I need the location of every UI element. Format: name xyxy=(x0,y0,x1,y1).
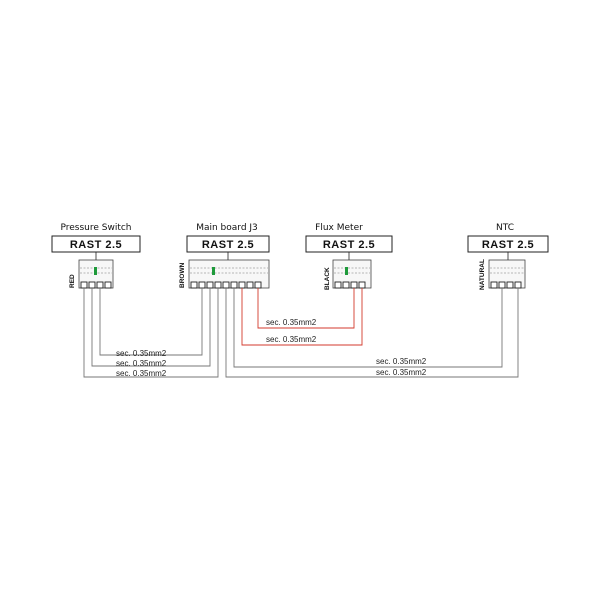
pressure-switch-pin xyxy=(88,281,96,289)
ntc-title: NTC xyxy=(496,223,514,233)
wire-label-flux-1: sec. 0.35mm2 xyxy=(266,318,317,327)
main-board-pin xyxy=(230,281,238,289)
wire-flux-meter-1 xyxy=(257,288,355,329)
wire-pressure-switch-1 xyxy=(99,288,203,356)
main-board-pin xyxy=(246,281,254,289)
main-board-wire-color: BROWN xyxy=(179,262,186,288)
main-board-pin xyxy=(214,281,222,289)
main-board-rast-label: RAST 2.5 xyxy=(202,239,254,251)
flux-meter-pin xyxy=(334,281,342,289)
wire-flux-meter-2 xyxy=(241,288,363,346)
wire-label-ps-3: sec. 0.35mm2 xyxy=(116,369,167,378)
pressure-switch-pin xyxy=(104,281,112,289)
pressure-switch-pin xyxy=(80,281,88,289)
flux-meter-pin xyxy=(358,281,366,289)
wire-label-ntc-2: sec. 0.35mm2 xyxy=(376,368,427,377)
pressure-switch-title: Pressure Switch xyxy=(60,223,131,233)
ntc: NTC RAST 2.5 NATURAL xyxy=(467,223,549,290)
wire-label-ps-2: sec. 0.35mm2 xyxy=(116,359,167,368)
ntc-wire-color: NATURAL xyxy=(479,259,486,290)
main-board-pin xyxy=(206,281,214,289)
main-board-title: Main board J3 xyxy=(196,223,258,233)
flux-meter-pin xyxy=(342,281,350,289)
wire-pressure-switch-3 xyxy=(83,288,219,378)
wire-label-flux-2: sec. 0.35mm2 xyxy=(266,335,317,344)
flux-meter-wire-color: BLACK xyxy=(324,267,331,290)
ntc-pin xyxy=(506,281,514,289)
ntc-rast-label: RAST 2.5 xyxy=(482,239,534,251)
main-board-pin xyxy=(238,281,246,289)
ntc-pin xyxy=(490,281,498,289)
main-board-pin xyxy=(222,281,230,289)
wire-label-ps-1: sec. 0.35mm2 xyxy=(116,349,167,358)
main-board-pin xyxy=(190,281,198,289)
pressure-switch-rast-label: RAST 2.5 xyxy=(70,239,122,251)
flux-meter-rast-label: RAST 2.5 xyxy=(323,239,375,251)
wire-ntc-1 xyxy=(233,288,503,368)
pressure-switch-pin xyxy=(96,281,104,289)
flux-meter: Flux Meter RAST 2.5 BLACK xyxy=(305,223,393,290)
main-board: Main board J3 RAST 2.5 BROWN xyxy=(179,223,270,289)
wire-ntc-2 xyxy=(225,288,519,378)
main-board-pin xyxy=(198,281,206,289)
pressure-switch: Pressure Switch RAST 2.5 RED xyxy=(51,223,141,289)
ntc-pin xyxy=(498,281,506,289)
wire-label-ntc-1: sec. 0.35mm2 xyxy=(376,357,427,366)
pressure-switch-indicator xyxy=(94,267,97,275)
wire-pressure-switch-2 xyxy=(91,288,211,367)
flux-meter-indicator xyxy=(345,267,348,275)
main-board-indicator xyxy=(212,267,215,275)
ntc-pin xyxy=(514,281,522,289)
pressure-switch-wire-color: RED xyxy=(69,274,76,288)
flux-meter-title: Flux Meter xyxy=(315,223,363,233)
main-board-pin xyxy=(254,281,262,289)
flux-meter-pin xyxy=(350,281,358,289)
